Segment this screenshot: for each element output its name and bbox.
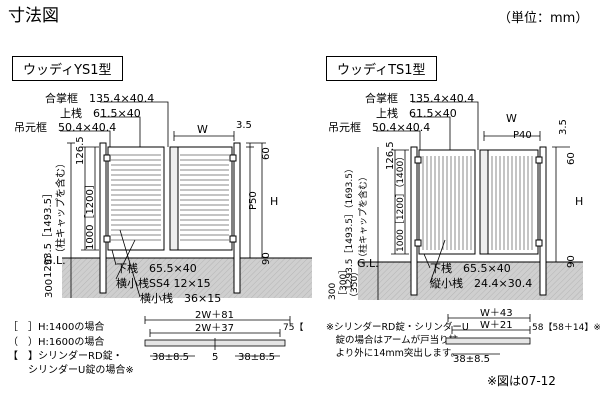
leaders-ts1 xyxy=(376,101,570,300)
dim-90: 90 xyxy=(261,252,272,265)
hinge xyxy=(229,235,237,243)
vertical-slats-right xyxy=(491,156,533,250)
label-gassho: 合掌框 135.4×40.4 xyxy=(45,91,154,105)
unit-label: （単位：mm） xyxy=(498,11,589,26)
hinge xyxy=(535,156,543,164)
ts1-elevation: 合掌框 135.4×40.4 上桟 61.5×40 吊元框 50.4×40.4 … xyxy=(328,91,583,302)
hinge xyxy=(103,235,111,243)
dim-2w-37: 2W＋37 xyxy=(195,323,234,334)
label-gl: G.L. xyxy=(357,257,379,270)
dim-1293-5: 1293.5［1493.5］ xyxy=(42,188,54,278)
label-yokokosan-ss4: 横小桟SS4 12×15 xyxy=(116,276,211,290)
dim-w-21: W＋21 xyxy=(480,320,513,331)
dim-p50: P50 xyxy=(248,191,259,210)
dim-w-43: W＋43 xyxy=(480,308,513,319)
plan-ys1 xyxy=(144,316,291,357)
note-cylinder-2: 錠の場合はアームが戸当り柱 xyxy=(326,334,459,346)
leaders-ys1 xyxy=(60,101,266,298)
model-label-ys1: ウッディYS1型 xyxy=(12,56,123,81)
dim-60: 60 xyxy=(261,147,272,160)
label-shitasan: 下桟 65.5×40 xyxy=(430,261,511,275)
dim-3-5: 3.5 xyxy=(558,119,569,135)
label-tsurimoto: 吊元框 50.4×40.4 xyxy=(14,121,116,134)
label-tatekosan: 縦小桟 24.4×30.4 xyxy=(430,276,532,290)
label-gl: G.L. xyxy=(44,254,66,267)
label-uwasan: 上桟 61.5×40 xyxy=(60,106,141,120)
hinge xyxy=(229,154,237,162)
dim-126-5: 126.5 xyxy=(75,136,86,165)
dim-p40: P40 xyxy=(513,130,532,141)
legend-h1600: （ ）H:1600の場合 xyxy=(8,335,104,348)
legend-cylinder-2: シリンダーU錠の場合※ xyxy=(8,363,134,376)
post-left xyxy=(410,146,418,296)
slats-left xyxy=(111,154,161,241)
door-left xyxy=(107,146,165,251)
dim-3-5: 3.5 xyxy=(236,120,252,131)
dim-300: 300 xyxy=(44,279,55,298)
post-right xyxy=(233,142,241,294)
dim-38: 38±8.5 xyxy=(453,354,490,365)
hinge xyxy=(414,239,422,247)
label-tsurimoto: 吊元框 50.4×40.4 xyxy=(328,121,430,134)
dim-1000: 1000［1200］ xyxy=(84,179,96,250)
legend: ［ ］H:1400の場合 （ ）H:1600の場合 【 】シリンダーRD錠・ シ… xyxy=(8,320,134,376)
dim-1293-5: 1293.5［1493.5］（1693.5） xyxy=(344,164,355,290)
label-shitasan: 下桟 65.5×40 xyxy=(116,261,197,275)
dim-60: 60 xyxy=(566,152,577,165)
plan-ts1 xyxy=(445,314,531,355)
dim-300-bracket: ［300］ xyxy=(338,265,349,300)
dim-1000: 1000［1200］（1400） xyxy=(395,152,406,252)
vertical-slats-left xyxy=(422,156,472,250)
footnote: ※図は07-12 xyxy=(487,374,556,388)
dim-75: 75【 xyxy=(283,322,303,333)
post-left xyxy=(99,142,107,294)
dim-38-right: 38±8.5 xyxy=(238,352,275,363)
dim-350: （350） xyxy=(349,267,360,302)
label-yokokosan: 横小桟 36×15 xyxy=(140,291,221,305)
post-right xyxy=(539,146,547,296)
dim-2w-81: 2W＋81 xyxy=(195,310,234,321)
hinge xyxy=(103,154,111,162)
dim-5: 5 xyxy=(212,352,218,363)
legend-h1400: ［ ］H:1400の場合 xyxy=(8,320,104,333)
dim-cap: （柱キャップを含む） xyxy=(54,158,67,258)
dim-h: H xyxy=(270,195,278,208)
hinge xyxy=(535,239,543,247)
note-cylinder-1: ※シリンダーRD錠・シリンダーU xyxy=(326,321,469,333)
dim-38-left: 38±8.5 xyxy=(152,352,189,363)
gassho-frame xyxy=(479,149,489,255)
dim-300: 300 xyxy=(328,283,338,300)
dim-cap: （柱キャップを含む） xyxy=(357,172,369,262)
dim-58: 58【58＋14】※ xyxy=(532,322,600,333)
label-gassho: 合掌框 135.4×40.4 xyxy=(365,91,474,105)
hinge xyxy=(414,156,422,164)
note-cylinder-3: より外に14mm突出します。 xyxy=(326,347,460,359)
door-right xyxy=(479,149,539,255)
dim-126-5: 126.5 xyxy=(385,141,396,170)
slats-right xyxy=(180,154,229,241)
ys1-elevation: 合掌框 135.4×40.4 上桟 61.5×40 吊元框 50.4×40.4 … xyxy=(14,91,312,305)
dim-w: W xyxy=(197,123,208,136)
legend-cylinder: 【 】シリンダーRD錠・ xyxy=(8,349,123,362)
gassho-frame xyxy=(169,146,179,251)
model-label-ts1: ウッディTS1型 xyxy=(326,56,437,81)
dim-w: W xyxy=(506,112,517,125)
dim-90: 90 xyxy=(566,255,577,268)
page-title: 寸法図 xyxy=(8,6,59,26)
label-uwasan: 上桟 61.5×40 xyxy=(376,106,457,120)
dim-h: H xyxy=(575,195,583,208)
